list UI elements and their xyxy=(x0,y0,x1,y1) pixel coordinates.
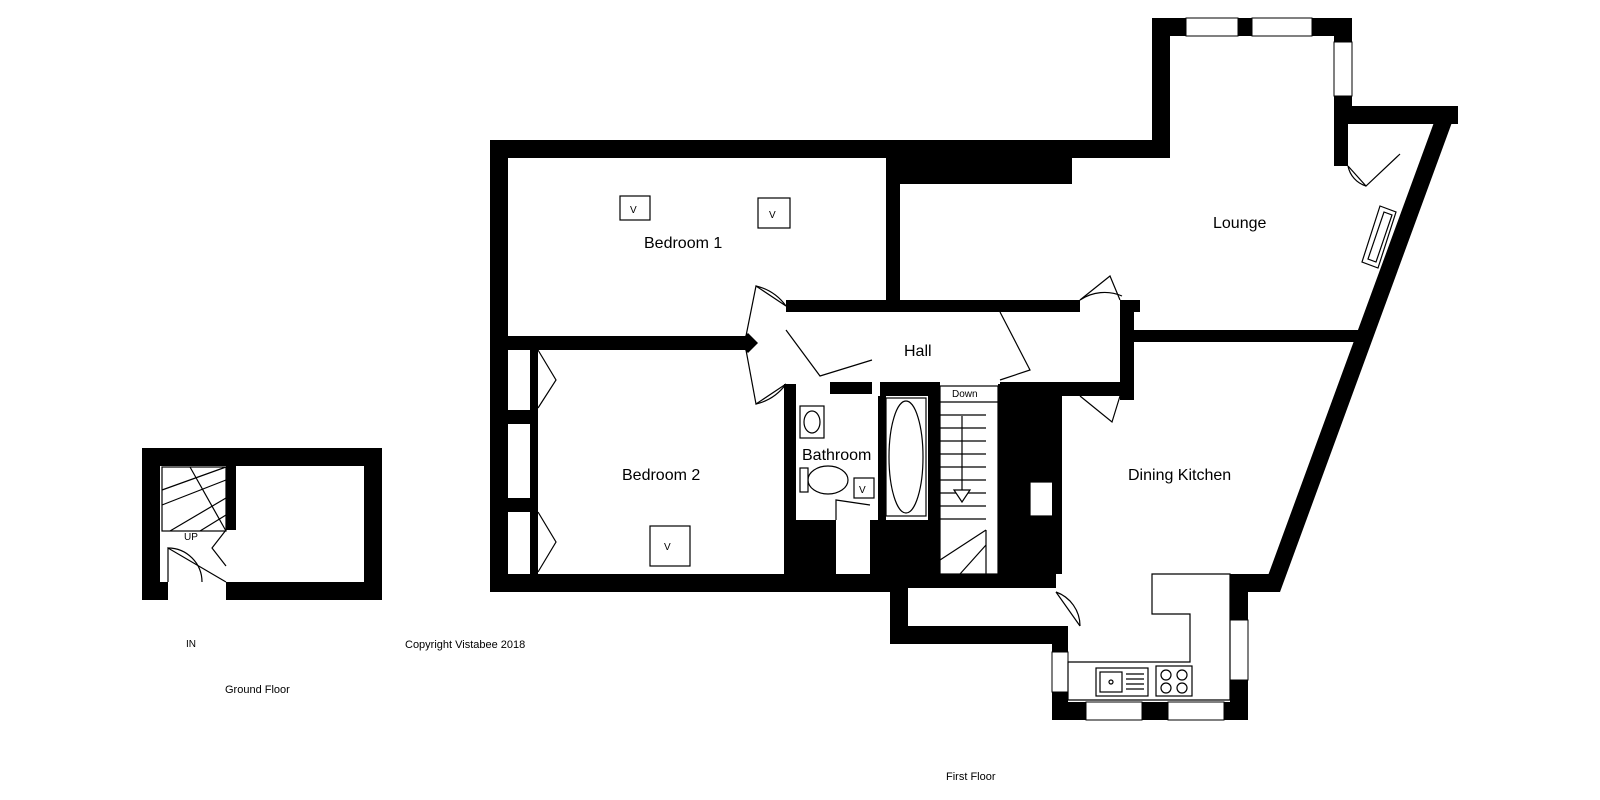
hall-wall-right xyxy=(1120,300,1134,400)
landing-door xyxy=(1055,591,1081,627)
room-label-bedroom1: Bedroom 1 xyxy=(644,235,722,252)
stairs-up-label: UP xyxy=(184,532,198,543)
bath-tub xyxy=(885,397,927,517)
bath-tub-divider xyxy=(878,396,886,520)
ground-floor-plan: UP IN Ground Floor xyxy=(142,448,382,696)
wall-bedroom1-lounge xyxy=(886,158,900,308)
kitchen-window-bottom-2 xyxy=(1167,701,1225,721)
first-floor-plan: V V V V Bedroom 1 Bedroom 2 Lounge Hall … xyxy=(490,17,1458,783)
room-label-hall: Hall xyxy=(904,343,932,360)
copyright-caption: Copyright Vistabee 2018 xyxy=(405,639,525,651)
stairs-wall-right xyxy=(998,384,1056,574)
kitchen-window-right xyxy=(1229,619,1249,681)
lounge-window-1 xyxy=(1185,17,1239,37)
first-floor-caption: First Floor xyxy=(946,771,996,783)
ground-wall-top xyxy=(142,448,382,466)
kitchen-hob xyxy=(1155,665,1193,697)
kitchen-worktop xyxy=(1067,573,1231,701)
vent-marker: V xyxy=(853,477,875,499)
lounge-wall-step xyxy=(1334,106,1458,124)
bedroom2-door xyxy=(745,349,787,406)
vent-label: V xyxy=(630,205,637,216)
vent-marker: V xyxy=(649,525,691,567)
vent-label: V xyxy=(859,485,866,496)
entrance-label: IN xyxy=(186,639,196,650)
lounge-closet-door xyxy=(1347,153,1401,187)
bed2-wardrobe-side xyxy=(530,350,538,574)
lounge-entry-door xyxy=(1079,275,1121,301)
ground-stairs xyxy=(161,466,227,532)
lounge-closet-left xyxy=(1334,124,1348,166)
room-label-bedroom2: Bedroom 2 xyxy=(622,467,700,484)
ground-wall-partition xyxy=(226,466,236,530)
stairs-down-label: Down xyxy=(952,389,978,400)
vent-marker: V xyxy=(757,197,791,229)
wall-left xyxy=(490,140,508,592)
hall-bathroom-door xyxy=(785,329,873,377)
ground-wall-stub xyxy=(160,582,168,600)
hall-wall-bottom xyxy=(830,382,872,394)
wall-top-thick xyxy=(890,158,1072,184)
room-label-lounge: Lounge xyxy=(1213,215,1266,232)
wall-bed1-bed2 xyxy=(508,336,746,350)
bath-wall-bottom-right xyxy=(870,520,928,574)
vent-marker: V xyxy=(619,195,651,221)
ground-wall-bottom xyxy=(226,582,382,600)
landing-wall-top xyxy=(908,574,1056,588)
lounge-window-3 xyxy=(1333,41,1353,97)
ground-inner-door xyxy=(211,529,227,567)
room-label-dining-kitchen: Dining Kitchen xyxy=(1128,467,1231,484)
hall-wall-top xyxy=(786,300,1080,312)
wall-lounge-kitchen xyxy=(1134,330,1360,342)
lounge-window-2 xyxy=(1251,17,1313,37)
hall-wall-bottom-mid xyxy=(880,382,940,396)
kitchen-window-left xyxy=(1051,651,1069,693)
ground-wall-right xyxy=(364,448,382,600)
lounge-wall-left xyxy=(1152,18,1170,158)
kitchen-window-bottom-1 xyxy=(1085,701,1143,721)
bath-wall-bottom-left xyxy=(796,520,836,574)
wall-bed2-bath xyxy=(784,384,796,574)
ground-floor-caption: Ground Floor xyxy=(225,684,290,696)
vent-label: V xyxy=(769,210,776,221)
bath-wall-right xyxy=(928,384,940,574)
wall-top-bedroom1 xyxy=(490,140,1166,158)
wall-diagonal xyxy=(1262,106,1458,592)
kitchen-entry-door xyxy=(1079,395,1121,424)
stairs-down xyxy=(939,385,999,575)
kitchen-wall-corner xyxy=(1248,574,1280,592)
kitchen-wall-left xyxy=(1052,396,1062,574)
landing-wall-bottom xyxy=(890,626,1056,644)
room-label-bathroom: Bathroom xyxy=(802,447,871,464)
bath-door xyxy=(835,499,871,520)
wall-bottom-left xyxy=(490,574,890,592)
lounge-door xyxy=(999,311,1031,381)
bedroom1-door xyxy=(745,285,787,337)
vent-label: V xyxy=(664,542,671,553)
ground-wall-left xyxy=(142,448,160,600)
bath-toilet xyxy=(807,465,849,495)
